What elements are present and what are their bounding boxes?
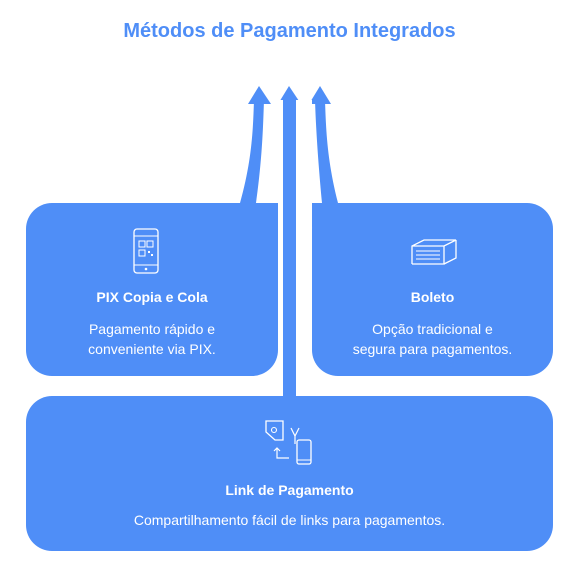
left-arrow-head: [248, 86, 271, 104]
pix-card-title: PIX Copia e Cola: [96, 289, 208, 305]
diagram-title: Métodos de Pagamento Integrados: [123, 20, 456, 42]
stacked-docs-icon: [408, 236, 460, 271]
boleto-card-description-line2: segura para pagamentos.: [352, 341, 513, 357]
pix-card-description-line2: conveniente via PIX.: [88, 341, 216, 357]
boleto-card: [312, 203, 553, 376]
center-arrow-head: [278, 86, 301, 104]
right-arrow-head: [309, 86, 331, 104]
center-arrow-stem: [283, 100, 296, 398]
link-card-title: Link de Pagamento: [225, 482, 354, 498]
share-link-icon: [263, 418, 315, 473]
pix-card: [26, 203, 278, 376]
right-arrow-band: [315, 100, 338, 203]
phone-qr-icon: [132, 228, 160, 279]
pix-card-description-line1: Pagamento rápido e: [88, 321, 216, 337]
left-arrow-band: [240, 100, 264, 203]
link-card-description: Compartilhamento fácil de links para pag…: [133, 512, 446, 528]
boleto-card-title: Boleto: [410, 289, 455, 305]
boleto-card-description-line1: Opção tradicional e: [372, 321, 493, 337]
link-card: [26, 396, 553, 551]
